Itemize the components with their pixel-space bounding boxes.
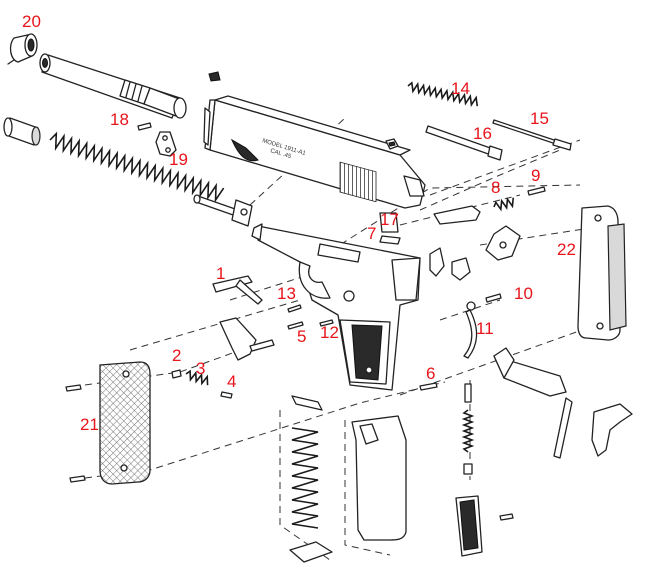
callout-4: 4 [227,372,237,391]
callout-5: 5 [297,327,307,346]
callout-3: 3 [196,359,206,378]
part-left-grip [65,361,151,485]
part-mainspring [461,383,475,475]
part-firing-pin-stop [379,212,399,233]
part-frame [251,223,421,391]
callout-21: 21 [80,415,99,434]
part-mainspring-housing [455,495,514,557]
callout-16: 16 [473,124,492,143]
callout-1: 1 [216,264,226,283]
part-hammer [485,225,521,261]
part-barrel-bushing [7,33,38,65]
part-trigger [493,347,573,459]
part-4 [220,391,233,399]
part-magazine-spring [291,427,319,529]
part-pin-10 [485,293,502,303]
callout-14: 14 [451,79,470,98]
part-firing-pin-spring [407,81,479,107]
part-rear-sight [385,138,399,150]
part-spring-plug [3,117,41,146]
callout-2: 2 [172,346,182,365]
callout-9: 9 [531,166,541,185]
part-spring-guide [193,194,253,227]
part-plunger-spring [493,197,515,212]
part-barrel-link [155,131,177,157]
part-thumb-safety [219,317,275,361]
part-grip-screw-6 [419,382,438,391]
part-right-grip [577,205,627,341]
callout-7: 7 [367,224,377,243]
part-pin-12 [319,319,334,327]
callout-8: 8 [491,178,501,197]
part-slide: MODEL 1911-A1 CAL .45 [203,95,426,209]
callout-13: 13 [277,284,296,303]
part-magazine-base [289,541,333,563]
callout-20: 20 [22,12,41,31]
part-pin-5 [287,321,304,330]
part-2 [171,369,182,379]
callout-11: 11 [476,319,494,338]
part-recoil-spring [49,131,225,203]
part-magazine-follower [291,395,323,411]
callout-18: 18 [110,110,129,129]
callout-12: 12 [320,323,339,342]
part-front-sight [208,71,221,82]
part-disconnector [429,247,445,277]
callout-19: 19 [169,150,188,169]
part-pin-13 [287,304,302,313]
callout-17: 17 [380,210,399,229]
part-grip-safety [591,403,633,457]
part-extractor [425,125,503,161]
callout-10: 10 [514,284,533,303]
part-sear-spring [463,301,478,359]
callout-22: 22 [557,240,576,259]
part-magazine [351,415,407,541]
part-slide-stop [433,205,481,225]
part-slide-stop-pin [212,275,263,305]
part-spring-3 [185,369,209,386]
part-barrel [39,53,187,119]
part-pin-9 [527,186,546,196]
part-firing-pin [492,119,572,151]
part-sear [451,257,471,281]
part-7 [379,235,401,245]
callout-6: 6 [426,364,436,383]
callout-15: 15 [530,109,549,128]
part-link-pin [137,122,152,131]
